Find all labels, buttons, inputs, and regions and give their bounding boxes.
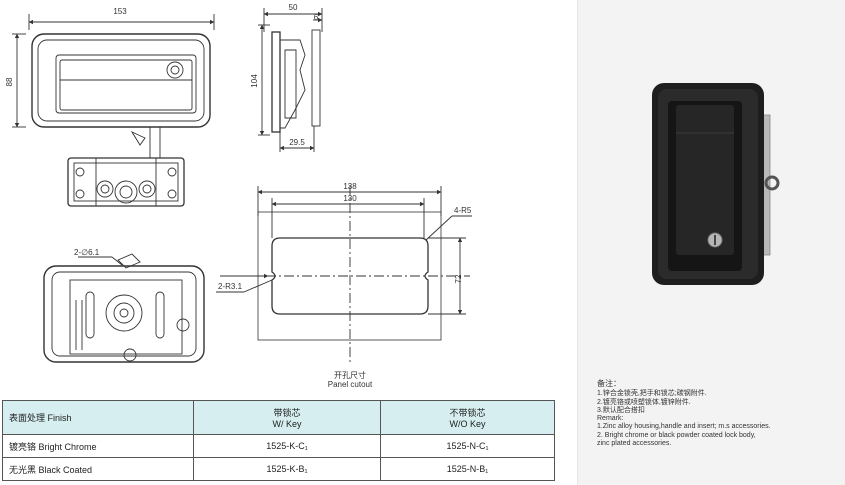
panel-divider (577, 0, 578, 485)
note-line: 2.镀亮铬或喷塑锁体,镀锌附件. (597, 398, 691, 406)
side-offset-dim: 6 (314, 13, 319, 22)
notes-block: 备注： 1.锌合金锁壳,把手和锁芯;碳钢附件. 2.镀亮铬或喷塑锁体,镀锌附件.… (597, 379, 837, 448)
without-key-part-number: 1525-N-B₁ (380, 457, 555, 481)
lock-body-view (67, 157, 185, 207)
cutout-height-dim: 72 (454, 274, 463, 283)
cutout-outer-dim: 138 (343, 182, 357, 191)
finish-cell: 无光黑 Black Coated (2, 457, 194, 481)
panel-cutout-caption: 开孔尺寸 Panel cutout (290, 371, 410, 389)
panel-cutout-caption-en: Panel cutout (327, 380, 373, 389)
table-row: 镀亮铬 Bright Chrome 1525-K-C₁ 1525-N-C₁ (2, 434, 555, 458)
finish-header: 表面处理 Finish (2, 400, 194, 435)
back-hole-dim: 2-∅6.1 (74, 248, 100, 257)
without-key-part-number: 1525-N-C₁ (380, 434, 555, 458)
finish-cell: 镀亮铬 Bright Chrome (2, 434, 194, 458)
cutout-inner-dim: 130 (343, 194, 357, 203)
remark-line: 2. Bright chrome or black powder coated … (597, 431, 756, 439)
with-key-part-number: 1525-K-C₁ (193, 434, 381, 458)
cutout-notch-radius-dim: 2-R3.1 (218, 282, 243, 291)
front-height-dim: 88 (5, 77, 14, 86)
finish-table: 表面处理 Finish 带锁芯 W/ Key 不带锁芯 W/O Key 镀亮铬 … (2, 400, 555, 481)
remark-title: Remark: (597, 415, 624, 423)
panel-cutout-view (216, 185, 472, 365)
table-row: 无光黑 Black Coated 1525-K-B₁ 1525-N-B₁ (2, 457, 555, 481)
with-key-header-cn: 带锁芯 (273, 408, 301, 418)
side-depth-dim: 50 (289, 3, 298, 12)
side-view (258, 8, 323, 152)
front-view (12, 14, 215, 159)
note-line: 3.默认配合搭扣 (597, 406, 645, 414)
without-key-header-cn: 不带锁芯 (449, 408, 486, 418)
with-key-part-number: 1525-K-B₁ (193, 457, 381, 481)
side-height-dim: 104 (250, 74, 259, 88)
remark-line: 1.Zinc alloy housing,handle and insert; … (597, 423, 771, 431)
cutout-corner-radius-dim: 4-R5 (454, 206, 472, 215)
finish-table-header: 表面处理 Finish 带锁芯 W/ Key 不带锁芯 W/O Key (2, 400, 555, 435)
note-line: 1.锌合金锁壳,把手和锁芯;碳钢附件. (597, 390, 707, 398)
with-key-header-en: W/ Key (272, 419, 302, 429)
panel-cutout-caption-cn: 开孔尺寸 (334, 371, 366, 380)
remark-line: zinc plated accessories. (597, 440, 672, 448)
side-base-dim: 29.5 (289, 138, 305, 147)
back-view (43, 253, 205, 363)
technical-drawing: 153 88 50 6 104 29.5 138 130 4-R5 72 2-R… (5, 3, 472, 365)
without-key-header: 不带锁芯 W/O Key (380, 400, 555, 435)
front-width-dim: 153 (113, 7, 127, 16)
product-photo (652, 83, 780, 285)
with-key-header: 带锁芯 W/ Key (193, 400, 381, 435)
notes-title: 备注： (597, 379, 621, 388)
without-key-header-en: W/O Key (449, 419, 486, 429)
